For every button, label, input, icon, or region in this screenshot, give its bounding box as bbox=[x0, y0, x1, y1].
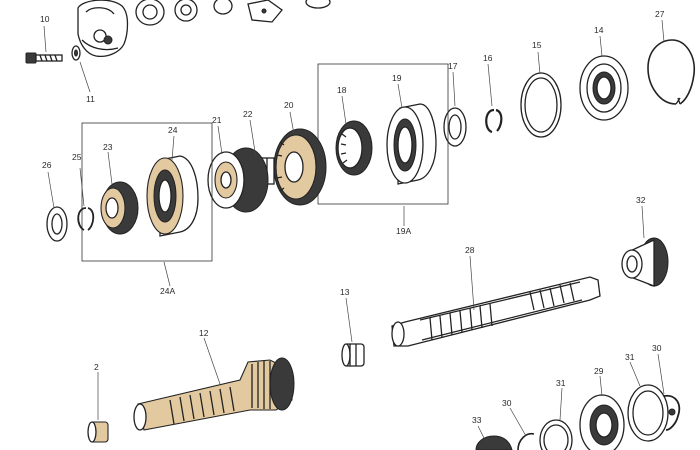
part-32-coupling bbox=[621, 237, 669, 287]
top-cropped-parts bbox=[135, 0, 331, 26]
gearbox-housing bbox=[77, 0, 129, 58]
group-19a-box bbox=[317, 63, 449, 205]
label-10: 10 bbox=[40, 14, 50, 24]
part-15-ring bbox=[520, 72, 562, 138]
part-31-ring-upper bbox=[627, 384, 669, 442]
part-2-bush bbox=[87, 421, 109, 443]
part-23-gear bbox=[100, 181, 139, 235]
group-24a-box bbox=[81, 122, 213, 262]
part-17-ring bbox=[443, 107, 467, 147]
label-17: 17 bbox=[448, 61, 458, 71]
leader-lines bbox=[43, 19, 665, 439]
part-16-circlip bbox=[485, 108, 503, 134]
label-14: 14 bbox=[594, 25, 604, 35]
part-30-circlip-upper bbox=[663, 394, 681, 431]
part-28-mainshaft bbox=[391, 276, 601, 347]
label-25: 25 bbox=[72, 152, 82, 162]
label-33: 33 bbox=[472, 415, 482, 425]
label-26: 26 bbox=[42, 160, 52, 170]
label-20: 20 bbox=[284, 100, 294, 110]
part-33-gear bbox=[475, 435, 513, 450]
part-31-ring-lower bbox=[539, 419, 573, 450]
label-28: 28 bbox=[465, 245, 475, 255]
part-26-washer bbox=[46, 206, 68, 242]
part-14-bearing bbox=[579, 55, 629, 121]
label-19a: 19A bbox=[396, 226, 411, 236]
part-21-gear bbox=[207, 147, 269, 213]
part-25-circlip bbox=[77, 207, 95, 231]
part-24-sleeve bbox=[146, 155, 199, 237]
label-13: 13 bbox=[340, 287, 350, 297]
part-labels: 10 11 23 24 25 26 21 22 20 18 19 17 16 1… bbox=[40, 9, 665, 425]
label-30-lower: 30 bbox=[502, 398, 512, 408]
part-30-circlip-lower bbox=[517, 432, 535, 450]
label-24: 24 bbox=[168, 125, 178, 135]
label-23: 23 bbox=[103, 142, 113, 152]
label-15: 15 bbox=[532, 40, 542, 50]
label-21: 21 bbox=[212, 115, 222, 125]
part-12-input-shaft bbox=[133, 357, 295, 431]
part-29-bearing bbox=[579, 394, 625, 450]
label-16: 16 bbox=[483, 53, 493, 63]
label-2: 2 bbox=[94, 362, 99, 372]
part-19-sleeve bbox=[386, 103, 437, 185]
label-11: 11 bbox=[86, 94, 95, 104]
label-18: 18 bbox=[337, 85, 347, 95]
label-32: 32 bbox=[636, 195, 646, 205]
label-29: 29 bbox=[594, 366, 604, 376]
label-24a: 24A bbox=[160, 286, 175, 296]
part-20-gear bbox=[273, 128, 327, 206]
label-31-lower: 31 bbox=[556, 378, 566, 388]
part-11-washer bbox=[71, 45, 81, 61]
label-31-upper: 31 bbox=[625, 352, 635, 362]
part-27-circlip bbox=[647, 39, 696, 105]
part-13-bush bbox=[341, 343, 365, 367]
label-27: 27 bbox=[655, 9, 665, 19]
label-22: 22 bbox=[243, 109, 253, 119]
part-18-gear bbox=[335, 120, 373, 176]
label-12: 12 bbox=[199, 328, 209, 338]
label-19: 19 bbox=[392, 73, 402, 83]
label-30-upper: 30 bbox=[652, 343, 662, 353]
part-10-bolt bbox=[25, 52, 63, 64]
